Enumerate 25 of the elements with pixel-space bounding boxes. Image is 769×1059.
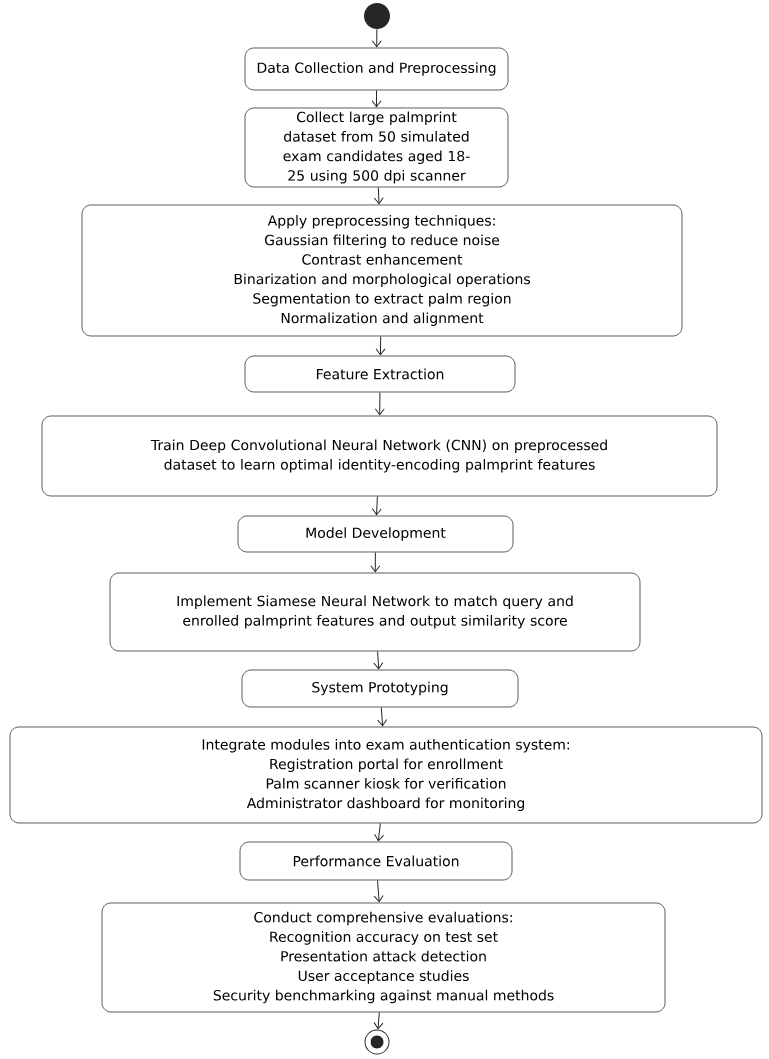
activity-box: Train Deep Convolutional Neural Network (CNN) on preprocessed dataset to learn optimal identity-encoding palmprint features — [41, 415, 718, 497]
activity-box: System Prototyping — [241, 669, 519, 708]
arrow — [371, 89, 382, 108]
arrow — [371, 28, 382, 48]
arrow — [374, 822, 384, 842]
start-circle — [364, 3, 390, 29]
arrow — [370, 551, 381, 573]
arrow — [373, 650, 384, 670]
arrow — [373, 186, 384, 205]
end-circle — [364, 1029, 390, 1055]
activity-box: Feature Extraction — [244, 355, 516, 393]
activity-box: Integrate modules into exam authentication system: Registration portal for enrollment Palm scanner kiosk for verification Administrator dashboard for monitoring — [9, 726, 763, 824]
arrow — [371, 495, 382, 516]
arrow — [373, 1011, 384, 1030]
activity-box: Data Collection and Preprocessing — [244, 47, 509, 91]
activity-box: Implement Siamese Neural Network to match query and enrolled palmprint features and output similarity score — [109, 572, 641, 652]
arrow — [374, 391, 385, 416]
arrow — [375, 335, 386, 356]
activity-box: Conduct comprehensive evaluations: Recognition accuracy on test set Presentation attack detection User acceptance studies Security benchmarking against manual methods — [101, 902, 666, 1013]
arrow — [373, 879, 384, 903]
activity-box: Collect large palmprint dataset from 50 simulated exam candidates aged 18-25 using 500 dpi scanner — [244, 107, 509, 188]
activity-box: Performance Evaluation — [239, 841, 513, 881]
arrow — [377, 706, 388, 727]
activity-box: Model Development — [237, 515, 514, 553]
activity-box: Apply preprocessing techniques: Gaussian filtering to reduce noise Contrast enhancement Binarization and morphological operations Segmentation to extract palm region Normalization and alignment — [81, 204, 683, 337]
